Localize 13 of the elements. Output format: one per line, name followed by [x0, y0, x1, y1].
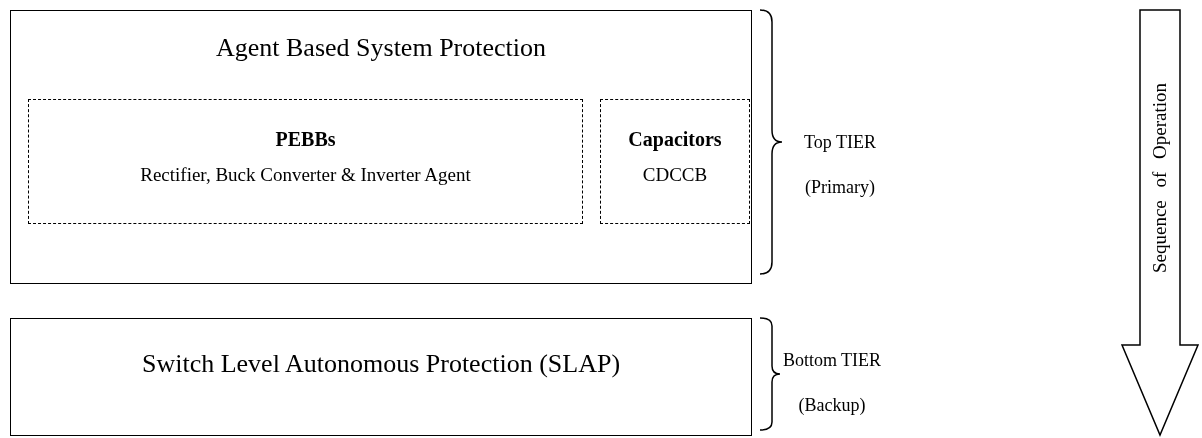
tier-box — [10, 318, 752, 436]
description: CDCCB — [641, 164, 709, 186]
heading: Agent Based System Protection — [215, 33, 547, 63]
heading: Switch Level Autonomous Protection (SLAP) — [140, 349, 622, 379]
group-box — [28, 99, 583, 224]
description: Rectifier, Buck Converter & Inverter Agent — [139, 164, 472, 186]
heading: PEBBs — [274, 128, 337, 151]
heading: Capacitors — [627, 128, 723, 151]
tier-box — [10, 10, 752, 284]
tier-label: Bottom TIER (Backup) — [781, 349, 883, 417]
group-box — [600, 99, 750, 224]
tier-label: Top TIER (Primary) — [803, 131, 877, 199]
arrow-label: Sequence of Operation — [1149, 82, 1171, 274]
